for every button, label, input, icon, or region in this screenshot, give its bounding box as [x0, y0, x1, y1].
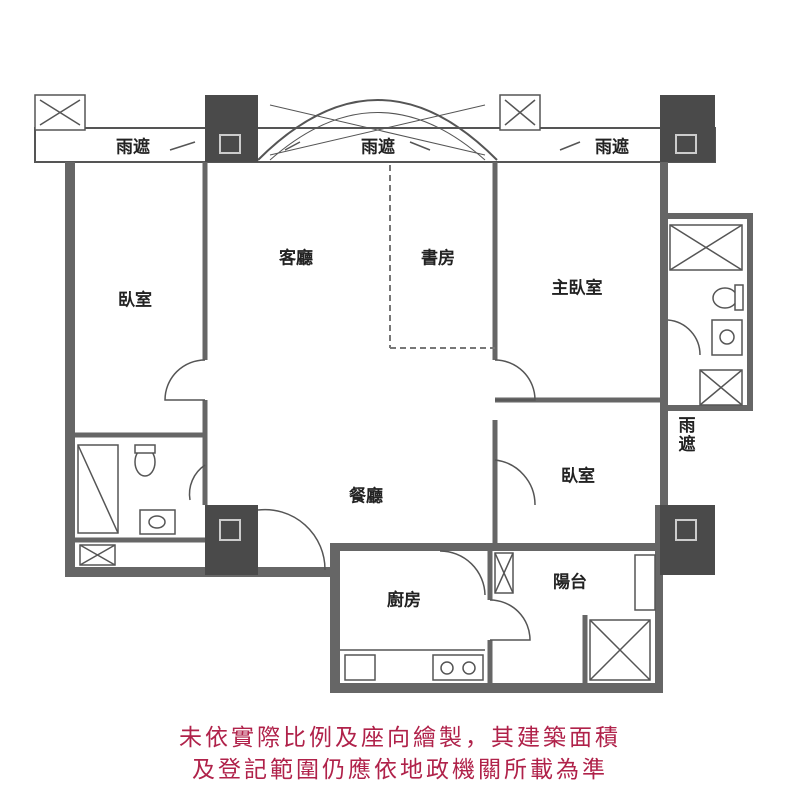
room-label-canopy-left: 雨遮: [116, 137, 150, 158]
doors: [164, 141, 701, 641]
room-label-living-room: 客廳: [279, 248, 313, 269]
interior-walls: [75, 162, 660, 690]
room-label-canopy-side: 雨遮: [674, 416, 695, 454]
room-label-balcony: 陽台: [553, 572, 587, 593]
walls: [65, 162, 753, 693]
room-label-canopy-right: 雨遮: [595, 137, 629, 158]
room-label-canopy-middle: 雨遮: [361, 137, 395, 158]
disclaimer-line-2: 及登記範圍仍應依地政機關所載為準: [192, 757, 608, 783]
disclaimer-line-1: 未依實際比例及座向繪製，其建築面積: [179, 725, 621, 751]
room-label-bedroom-right: 臥室: [561, 466, 595, 487]
room-label-master-bedroom: 主臥室: [551, 278, 603, 299]
room-label-kitchen: 廚房: [387, 590, 421, 611]
room-label-study: 書房: [421, 248, 455, 269]
fixtures: [134, 284, 744, 681]
bay-window-arc: [257, 99, 498, 161]
room-label-bedroom-left: 臥室: [118, 290, 152, 311]
room-label-dining-room: 餐廳: [349, 486, 383, 507]
columns: [205, 95, 715, 575]
